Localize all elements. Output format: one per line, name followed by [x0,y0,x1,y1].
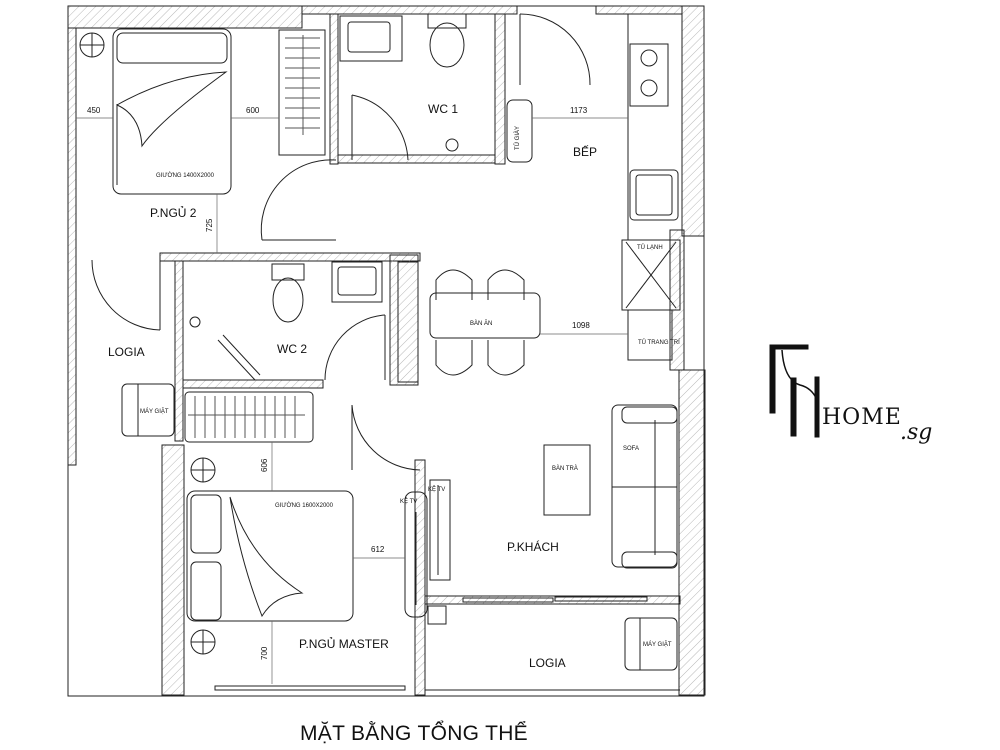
label-tv-shelf-1: KỆ TV [400,499,418,505]
dimension-700: 700 [260,646,269,660]
label-bed-2: GIƯỜNG 1400X2000 [156,173,214,179]
logo-text: HOME [822,405,902,430]
bed-2 [112,28,232,195]
dimension-606: 606 [260,458,269,472]
dimension-1098: 1098 [572,321,590,330]
dimension-600: 600 [246,106,260,115]
dimension-lines [76,117,628,684]
dimension-612: 612 [371,545,385,554]
label-tv-shelf-2: KỆ TV [428,487,446,493]
logo-suffix: .sg [900,420,933,445]
room-label-logia-bottom: LOGIA [529,656,566,670]
dimension-1173: 1173 [570,106,588,115]
dimension-450: 450 [87,106,101,115]
room-label-master: P.NGỦ MASTER [299,637,389,651]
room-label-living: P.KHÁCH [507,540,559,554]
dimension-725: 725 [205,218,214,232]
room-label-wc1: WC 1 [428,102,458,116]
label-washer-2: MÁY GIẶT [643,642,672,648]
label-deco-cabinet: TỦ TRANG TRÍ [638,340,680,346]
room-label-logia-left: LOGIA [108,345,145,359]
label-dining-table: BÀN ĂN [470,321,493,327]
room-label-wc2: WC 2 [277,342,307,356]
walls [67,5,706,696]
label-coffee-table: BÀN TRÀ [552,466,578,472]
drawing-title: MẶT BẰNG TỔNG THỂ [300,722,528,745]
label-fridge: TỦ LẠNH [637,245,663,251]
label-sofa: SOFA [623,446,640,452]
room-label-kitchen: BẾP [573,145,598,159]
room-label-bedroom-2: P.NGỦ 2 [150,206,197,220]
label-bed-master: GIƯỜNG 1600X2000 [275,503,333,509]
logo-mark [769,344,820,438]
label-washer-1: MÁY GIẶT [140,409,169,415]
label-shoe-cabinet: TỦ GIÀY [515,125,521,150]
